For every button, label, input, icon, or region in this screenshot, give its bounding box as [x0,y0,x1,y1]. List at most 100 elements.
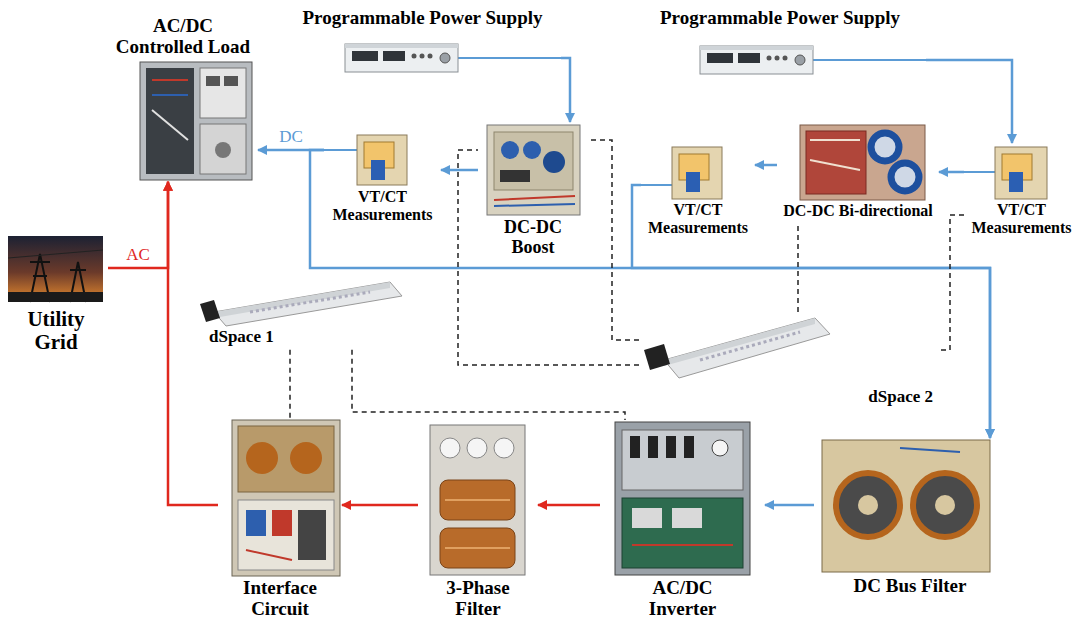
load-cabinet-picture [206,76,220,86]
three-phase-filter-picture [494,438,514,458]
dspace-unit-picture [700,332,800,360]
dc-bus-filter-picture [836,473,900,537]
dspace-unit-picture [250,292,370,312]
inverter-picture [632,508,662,528]
inverter-picture [622,498,743,568]
power-supply-picture [345,44,458,72]
boost-converter-picture [494,204,575,206]
dc-bus-filter-picture [858,495,878,515]
interface-circuit-picture [246,510,266,536]
inverter-picture [672,508,702,528]
utility-grid-picture [33,275,47,277]
dspace-unit-picture [214,282,402,326]
dc-power-line [926,60,1012,143]
inverter-picture [622,430,743,490]
inverter-picture [648,436,658,458]
three-phase-filter-picture [445,547,510,549]
utility-grid-picture [8,292,103,302]
dspace-unit-picture [200,282,402,326]
ac-power-line [342,504,418,507]
boost-converter-picture [501,141,519,159]
interface-circuit-picture [238,426,334,492]
equipment-label: AC/DC Controlled Load [113,16,253,58]
equipment-label: VT/CT Measurements [964,201,1079,236]
utility-grid-picture [70,269,86,271]
power-supply-picture [440,53,450,63]
inverter-picture [666,436,676,458]
equipment-node: DC Bus Filter [814,438,1006,600]
power-supply-picture [700,46,813,74]
load-cabinet-picture [200,68,246,118]
dc-power-line [310,150,990,438]
cable-stub [641,184,672,186]
dc-power-line [755,164,777,167]
boost-converter-picture [487,125,580,215]
power-supply-picture [345,44,458,48]
equipment-node: dSpace 2 [639,312,941,410]
bidirectional-converter-picture [800,125,925,200]
interface-circuit-picture [232,420,340,576]
equipment-label: Interface Circuit [225,578,335,620]
control-signal-line [289,350,291,418]
equipment-label: 3-Phase Filter [428,578,528,620]
cable-stub [458,57,561,59]
dc-power-line [561,58,570,122]
ac-power-line [108,182,168,268]
bidirectional-converter-picture [810,160,860,170]
boost-converter-picture [494,132,573,190]
inverter-picture [684,436,694,458]
power-supply-picture [783,56,788,61]
dc-power-line [765,504,814,507]
three-phase-filter-picture [440,438,460,458]
power-supply-picture [738,53,760,63]
equipment-node: Programmable Power Supply [634,6,926,75]
equipment-label: VT/CT Measurements [641,201,755,236]
equipment-node: VT/CT Measurements [641,143,755,239]
dc-bus-filter-picture [822,440,990,572]
load-cabinet-picture [152,79,188,81]
three-phase-filter-picture [440,480,515,520]
load-cabinet-picture [146,68,194,174]
inverter-picture [630,436,640,458]
equipment-node: Utility Grid [4,234,108,357]
dspace-unit-picture [200,300,220,322]
cable-stub [964,171,995,173]
equipment-label: Programmable Power Supply [284,8,561,29]
boost-converter-picture [523,141,541,159]
power-supply-picture [700,46,813,50]
boost-converter-picture [487,125,580,215]
load-cabinet-picture [140,62,252,180]
three-phase-filter-picture [430,425,525,575]
power-supply-picture [775,56,780,61]
measurement-box-picture [995,147,1047,199]
load-cabinet-picture [152,110,188,140]
measurement-box-picture [371,160,385,180]
equipment-node: dSpace 1 [197,278,409,350]
edge-label: DC [277,128,305,147]
load-cabinet-picture [152,94,188,96]
dc-bus-filter-picture [935,495,955,515]
equipment-node: DC-DC Boost [478,122,588,261]
three-phase-filter-picture [440,528,515,568]
equipment-label: DC Bus Filter [814,576,1006,597]
measurement-box-picture [1009,172,1023,192]
bidirectional-converter-picture [800,125,925,200]
dc-power-line [939,171,964,174]
equipment-label: Programmable Power Supply [634,8,926,29]
dc-power-line [441,169,478,172]
equipment-node: VT/CT Measurements [964,143,1079,239]
inverter-picture [615,422,750,575]
power-supply-picture [412,54,417,59]
three-phase-filter-picture [430,425,525,575]
power-supply-picture [352,51,378,61]
inverter-picture [712,440,728,456]
interface-circuit-picture [272,510,292,536]
power-supply-picture [795,55,805,65]
utility-grid-picture [8,236,103,302]
equipment-node: AC/DC Inverter [600,420,765,623]
dspace-unit-picture [664,318,830,378]
